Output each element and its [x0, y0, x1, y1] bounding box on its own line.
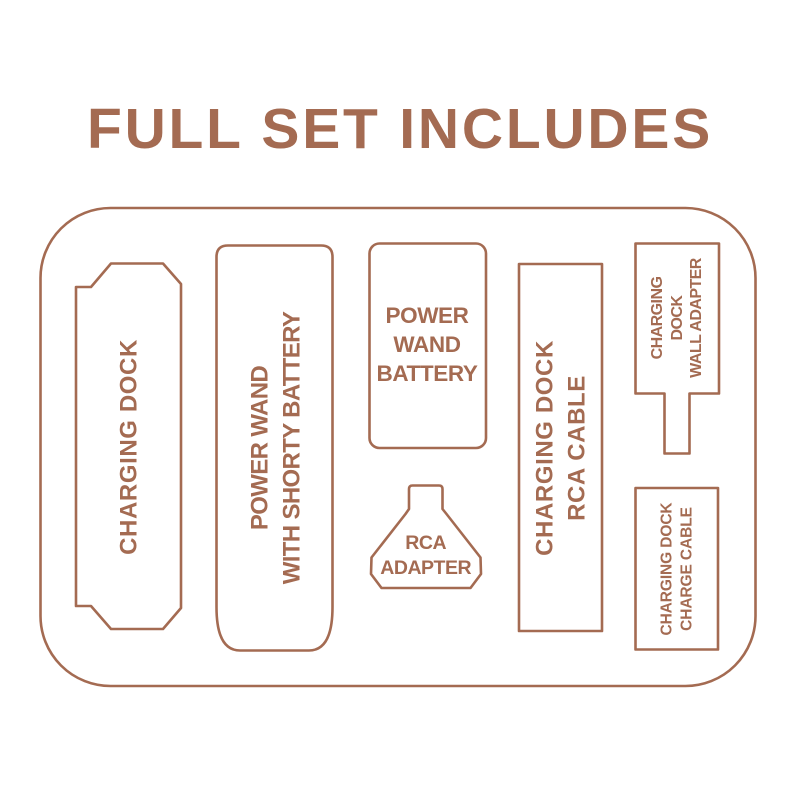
wall-adapter-label: CHARGING DOCK WALL ADAPTER — [648, 258, 707, 378]
power-wand-battery-label-line2: WAND — [393, 331, 461, 357]
charge-cable-label-line1: CHARGING DOCK — [658, 502, 676, 636]
rca-cable-label-line1: CHARGING DOCK — [531, 339, 558, 556]
power-wand-battery-label-line1: POWER — [385, 302, 469, 328]
wall-adapter-label-line2: DOCK — [668, 295, 686, 340]
power-wand-battery-outline — [368, 242, 488, 450]
charging-dock-label: CHARGING DOCK — [113, 339, 145, 555]
rca-cable-outline — [517, 262, 604, 633]
rca-cable-label-line2: RCA CABLE — [562, 374, 590, 521]
power-wand-label: POWER WAND WITH SHORTY BATTERY — [244, 312, 307, 585]
case-outline — [39, 206, 757, 688]
power-wand-label-line2: WITH SHORTY BATTERY — [277, 311, 305, 585]
charging-dock-label-line1: CHARGING DOCK — [114, 338, 142, 555]
power-wand-label-line1: POWER WAND — [246, 365, 273, 531]
rca-adapter-outline — [369, 484, 483, 590]
wall-adapter-label-line1: CHARGING — [649, 276, 667, 359]
wall-adapter-outline — [634, 242, 721, 455]
rca-adapter-label-line1: RCA — [405, 531, 447, 554]
charge-cable-label: CHARGING DOCK CHARGE CABLE — [658, 502, 697, 635]
power-wand-battery-label-line3: BATTERY — [376, 361, 478, 387]
page-title: FULL SET INCLUDES — [86, 97, 714, 161]
rca-adapter-label-line2: ADAPTER — [380, 556, 472, 579]
charge-cable-label-line2: CHARGE CABLE — [678, 507, 696, 631]
wall-adapter-label-line3: WALL ADAPTER — [688, 257, 706, 378]
charging-dock-outline — [74, 262, 183, 631]
charge-cable-outline — [634, 486, 720, 651]
power-wand-outline — [215, 244, 334, 652]
rca-adapter-label: RCA ADAPTER — [380, 531, 471, 581]
power-wand-battery-label: POWER WAND BATTERY — [377, 301, 478, 389]
rca-cable-label: CHARGING DOCK RCA CABLE — [529, 340, 592, 556]
